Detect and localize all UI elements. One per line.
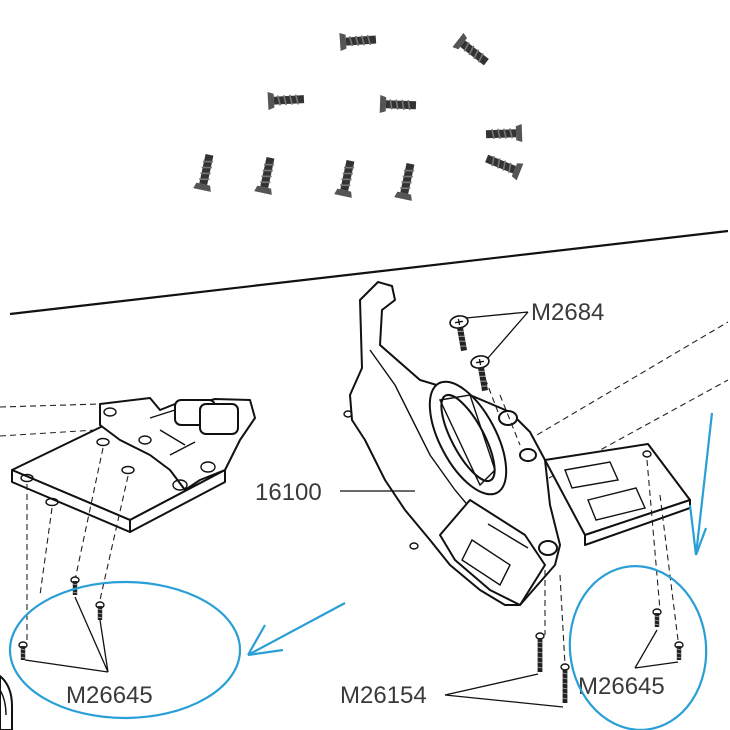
screw-icon [333,158,361,199]
screw-icon [652,608,662,628]
arrow-icon [247,602,346,657]
screw-icon [560,663,570,704]
label-left-screws: M26645 [66,682,153,709]
screw-icon [18,641,28,661]
screw-icon [266,89,306,111]
label-right-screws: M26645 [578,673,665,700]
left-chassis-assembly [0,397,256,730]
label-top-screws: M2684 [531,299,604,326]
left-screw-leader [24,596,109,673]
screw-icon [95,601,105,621]
bottom-center-leader [444,673,564,708]
screw-icon [448,313,474,353]
screw-icon [484,123,524,145]
screw-icon [378,94,418,116]
loose-screws-group [192,29,525,202]
label-bottom-center-screws: M26154 [340,682,427,709]
screw-icon [674,641,684,661]
screw-icon [70,576,80,596]
screw-icon [393,161,421,202]
circle-highlight-right [568,565,708,730]
bumper-assembly [343,281,729,666]
screw-icon [535,632,545,673]
label-bumper: 16100 [255,479,322,506]
circle-highlight-left [8,580,242,720]
screw-icon [451,32,493,71]
arrow-icon [688,412,714,556]
top-screw-leader [465,311,529,359]
screw-icon [253,155,281,196]
section-divider [9,229,729,316]
screw-icon [482,149,525,182]
right-screw-leader [634,629,679,669]
screw-icon [192,152,220,193]
screw-icon [469,353,495,393]
screw-icon [338,29,378,52]
